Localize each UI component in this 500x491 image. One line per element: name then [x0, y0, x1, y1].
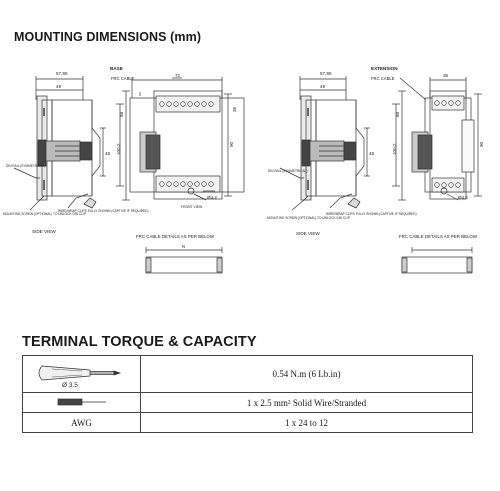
label-extension: EXTENSION — [371, 66, 398, 71]
label-48-right: 48 — [369, 151, 375, 156]
label-49-right: 49 — [320, 84, 326, 89]
torque-table: Ø 3.5 0.54 N.m (6 Lb.in) 1 x 2.5 mm² Sol… — [22, 355, 473, 433]
label-48-left: 48 — [105, 151, 111, 156]
terminal-torque-heading: TERMINAL TORQUE & CAPACITY — [22, 334, 257, 350]
label-phi-ext: Ø4,2 — [458, 195, 468, 200]
label-screw-left: MOUNTING SCREW (OPTIONAL) TO UNLOCK DIN … — [3, 212, 86, 216]
table-row: Ø 3.5 0.54 N.m (6 Lb.in) — [22, 355, 473, 393]
label-clips-left: WIRE/WRAP CLIPS FULLY SHOWN (CAPTIVE IF … — [58, 209, 149, 213]
label-frc-details-left: FRC CABLE DETAILS AS PER BELOW — [136, 234, 215, 239]
mounting-dimensions-heading: MOUNTING DIMENSIONS (mm) — [14, 30, 202, 44]
label-side-view-left: SIDE VIEW — [32, 229, 56, 234]
base-front-view — [116, 77, 245, 201]
label-5795-left: 57,95 — [56, 71, 68, 76]
label-side-view-right: SIDE VIEW — [296, 231, 320, 236]
label-1002-base: 100,2 — [116, 143, 121, 155]
side-view-right — [279, 76, 370, 211]
label-49-left: 49 — [56, 84, 62, 89]
torque-value: 0.54 N.m (6 Lb.in) — [140, 355, 473, 393]
wire-icon — [57, 398, 106, 405]
label-frc-details-right: FRC CABLE DETAILS AS PER BELOW — [399, 234, 478, 239]
wire-capacity-value: 1 x 2.5 mm² Solid Wire/Stranded — [140, 392, 473, 413]
label-36: 36 — [443, 73, 449, 78]
label-n-left: N — [182, 244, 185, 249]
wire-cell — [22, 392, 141, 413]
extension-front-view — [392, 77, 482, 251]
label-base: BASE — [110, 66, 123, 71]
mounting-drawing: 57,95 49 48 DIN RAIL (SYMMETRICAL) MOUNT… — [3, 66, 484, 274]
awg-label: AWG — [22, 412, 141, 433]
awg-value: 1 x 24 to 12 — [140, 412, 473, 433]
table-row: 1 x 2.5 mm² Solid Wire/Stranded — [22, 392, 473, 413]
label-88-ext: 88 — [395, 111, 400, 117]
label-90-base: 90 — [229, 141, 234, 147]
side-view-left — [13, 76, 106, 211]
label-front-view: FRONT VIEW — [181, 205, 203, 209]
label-5795-right: 57,95 — [320, 71, 332, 76]
label-35-base: 35 — [232, 106, 237, 112]
label-din-right: DIN RAIL (SYMMETRICAL) — [268, 169, 307, 173]
label-90-ext: 90 — [479, 141, 484, 147]
frc-cable-detail-left — [145, 247, 223, 274]
label-1002-ext: 100,2 — [392, 143, 397, 155]
frc-cable-detail-right — [401, 247, 473, 274]
label-88-base: 88 — [119, 111, 124, 117]
label-frc-ext: FRC CABLE — [371, 76, 395, 81]
table-row: AWG 1 x 24 to 12 — [22, 412, 473, 433]
label-din-left: DIN RAIL (SYMMETRICAL) — [6, 164, 45, 168]
screwdriver-icon: Ø 3.5 — [38, 365, 121, 389]
screwdriver-cell: Ø 3.5 — [22, 355, 141, 393]
screwdriver-dim: Ø 3.5 — [62, 382, 78, 389]
label-clips-right: WIRE/WRAP CLIPS FULLY SHOWN (CAPTIVE IF … — [326, 212, 417, 216]
label-frc-base: FRC CABLE — [111, 76, 135, 81]
label-phi-base: Ø4,2 — [207, 195, 217, 200]
label-72: 72 — [175, 73, 181, 78]
label-screw-right: MOUNTING SCREW (OPTIONAL) TO UNLOCK DIN … — [267, 216, 350, 220]
